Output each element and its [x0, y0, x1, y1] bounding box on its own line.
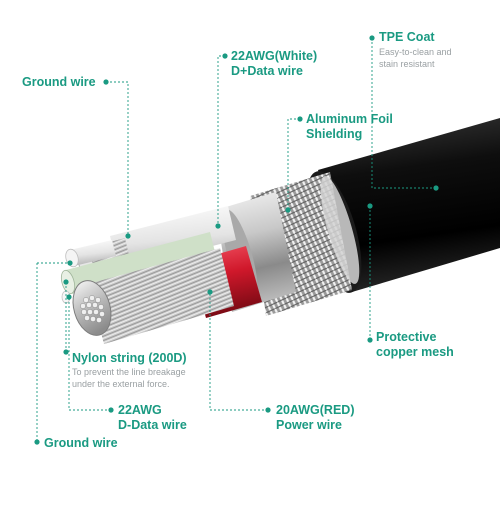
- foil-label-line2: Shielding: [306, 127, 363, 141]
- tpe-jacket: [318, 118, 500, 292]
- ground-wire-top-label: Ground wire: [22, 75, 96, 89]
- red-wire-label-line1: 20AWG(RED): [276, 403, 355, 417]
- red-wire-label-line2: Power wire: [276, 418, 342, 432]
- mesh-label-line1: Protective: [376, 330, 437, 344]
- tpe-coat-desc-line2: stain resistant: [379, 59, 435, 69]
- leader-dots: [34, 35, 439, 445]
- white-wire-label-line2: D+Data wire: [231, 64, 303, 78]
- copper-mesh-edge: [320, 176, 360, 284]
- mesh-label-line2: copper mesh: [376, 345, 454, 359]
- nylon-label: Nylon string (200D): [72, 351, 187, 365]
- nylon-desc-line2: under the external force.: [72, 379, 170, 389]
- foil-label-line1: Aluminum Foil: [306, 112, 393, 126]
- small-white-wire: [70, 240, 116, 266]
- tpe-coat-label: TPE Coat: [379, 30, 435, 44]
- ground-strands: [88, 248, 234, 344]
- nylon-desc-line1: To prevent the line breakage: [72, 367, 186, 377]
- ground-wire-bottom-label: Ground wire: [44, 436, 118, 450]
- ground-strand-dots: [80, 295, 105, 323]
- ground-strand-end: [72, 280, 112, 336]
- white-wire-label-line1: 22AWG(White): [231, 49, 318, 63]
- ddata-wire: [66, 232, 216, 294]
- tpe-coat-desc-line1: Easy-to-clean and: [379, 47, 452, 57]
- ddata-label-line1: 22AWG: [118, 403, 162, 417]
- leader-lines: [36, 38, 436, 442]
- ddata-label-line2: D-Data wire: [118, 418, 187, 432]
